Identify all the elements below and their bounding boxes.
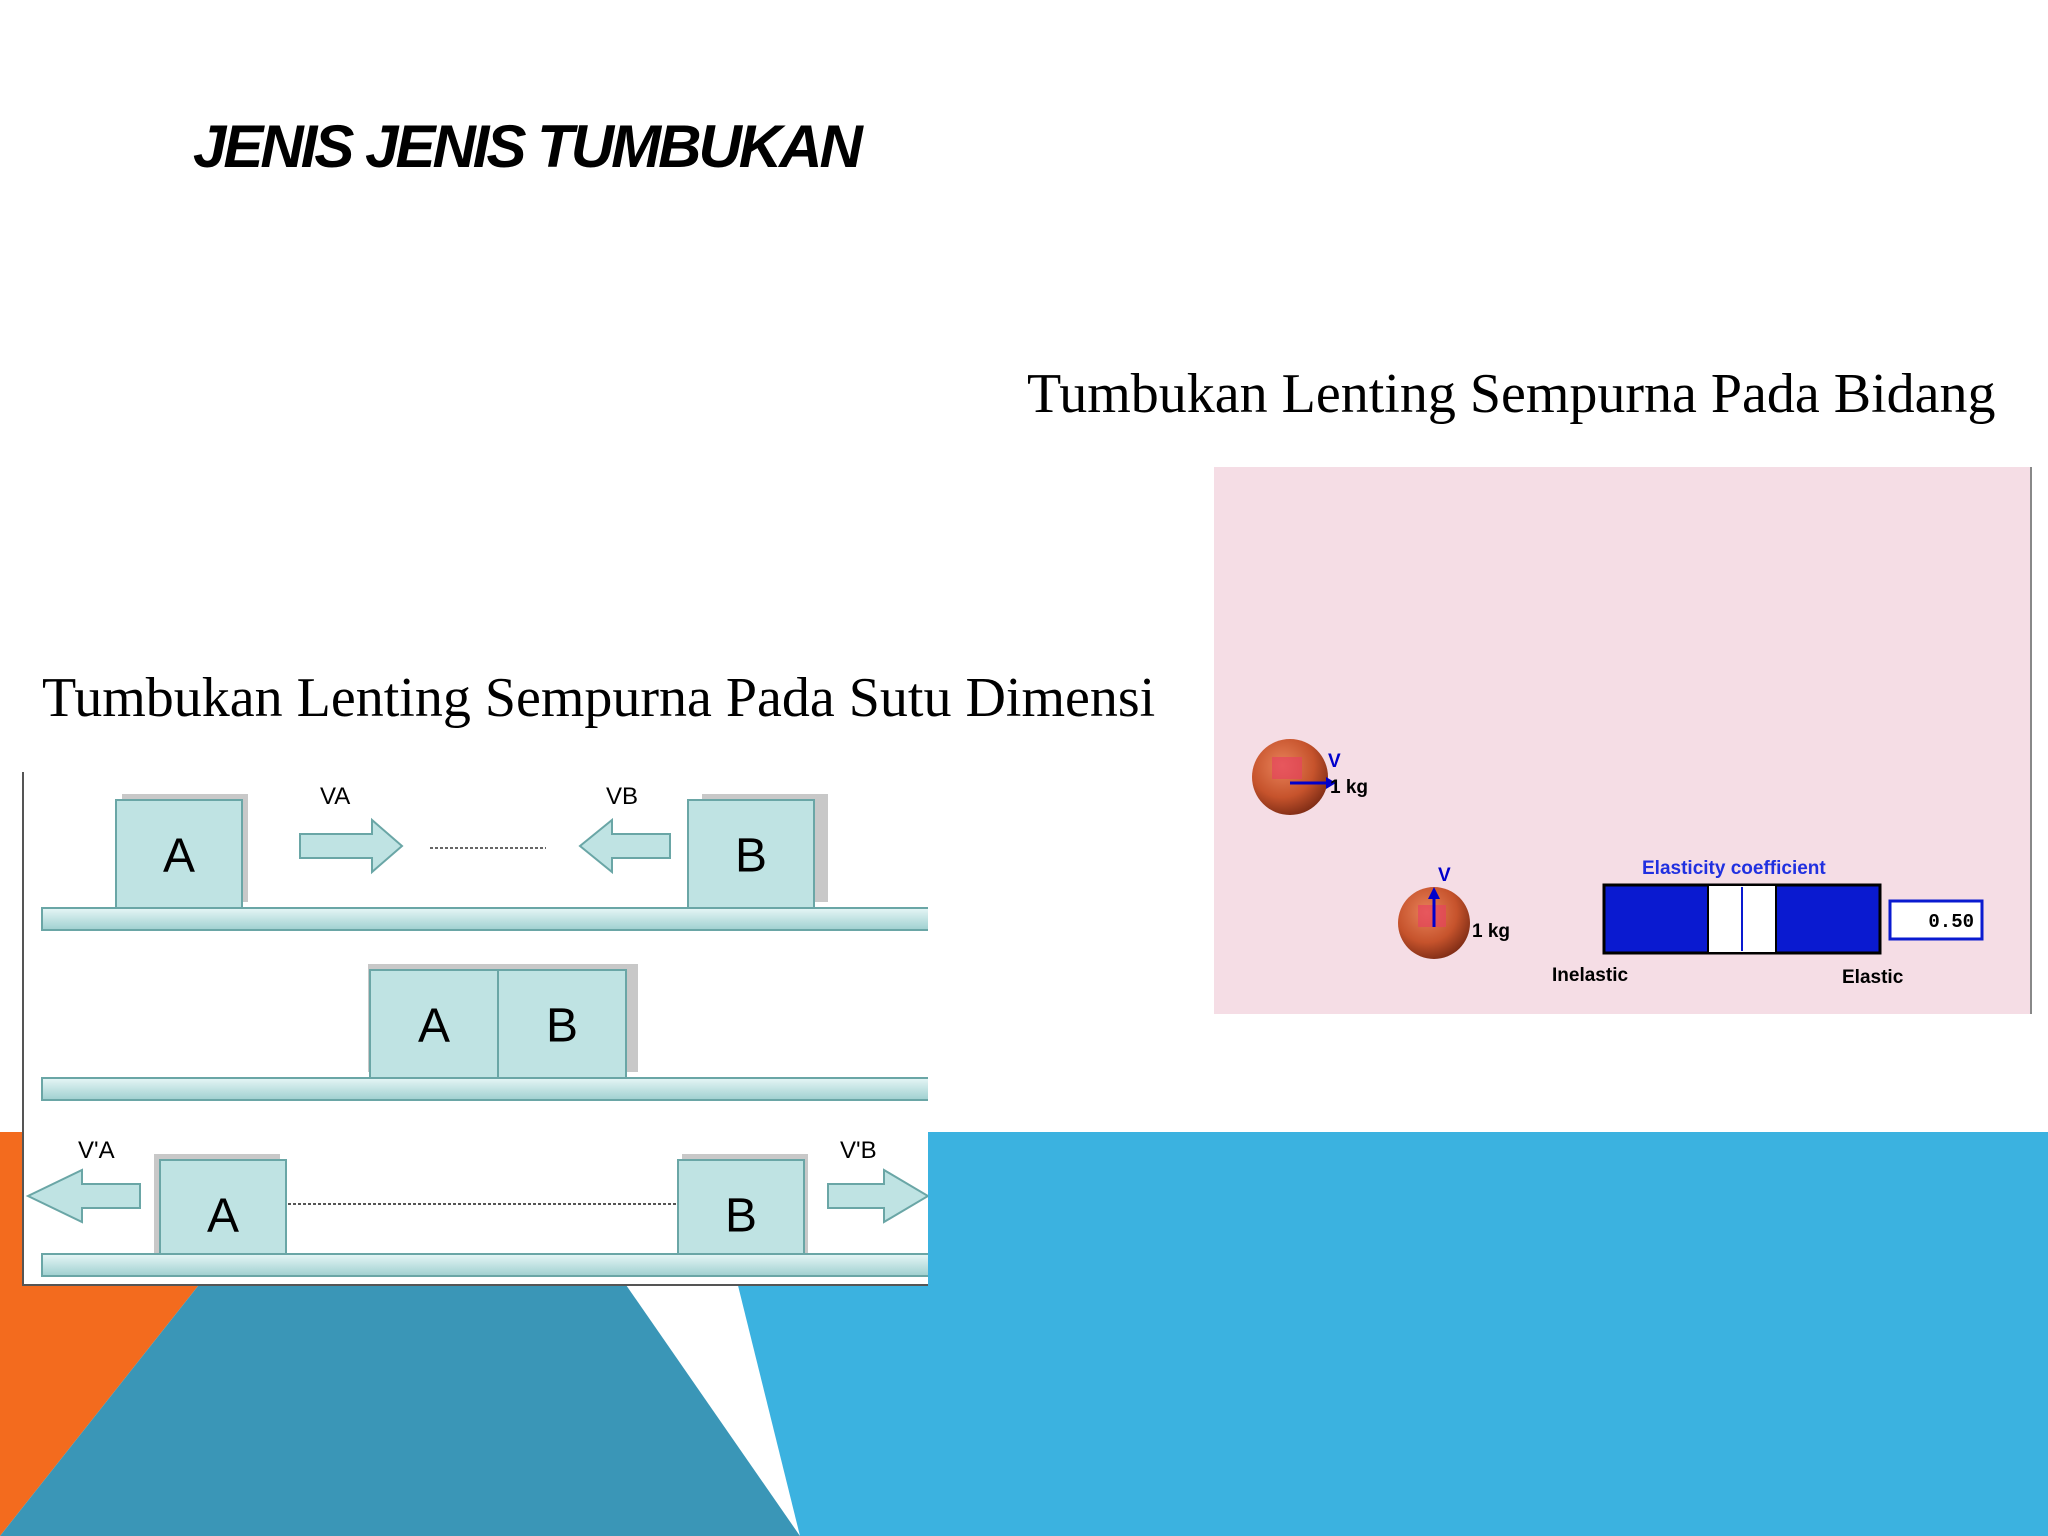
floor-bar-1: [41, 907, 928, 931]
arrow-right-vb-prime: [827, 1168, 928, 1224]
arrow-left-va-prime: [25, 1168, 141, 1224]
block-a-label: A: [207, 1190, 239, 1243]
elasticity-value: 0.50: [1928, 911, 1974, 933]
elasticity-control: Elasticity coefficient 0.50 Inelastic El…: [1552, 858, 1984, 988]
elasticity-value-box[interactable]: [1888, 899, 1984, 941]
block-a-label: A: [163, 830, 195, 883]
row-before-collision: A B VA VB: [41, 783, 928, 931]
bg-light-blue-band: [700, 1132, 2048, 1536]
ball-2[interactable]: V 1 kg: [1398, 865, 1510, 959]
ball-2-texture: [1418, 905, 1446, 927]
elasticity-title: Elasticity coefficient: [1642, 858, 1826, 879]
ball-1-arrowhead: [1326, 777, 1336, 789]
caption-1d-collision: Tumbukan Lenting Sempurna Pada Sutu Dime…: [42, 667, 1156, 729]
slide-title: JENIS JENIS TUMBUKAN: [193, 113, 863, 180]
block-a: [115, 799, 243, 909]
arrow-right-va: [299, 817, 404, 875]
velocity-b-label: VB: [606, 783, 638, 810]
arrow-left-vb: [578, 817, 671, 875]
velocity-b-prime-label: V'B: [840, 1137, 877, 1164]
block-a: [159, 1159, 287, 1269]
block-b-label: B: [735, 830, 767, 883]
elasticity-max-label: Elastic: [1842, 967, 1904, 988]
ball-2-arrowhead: [1428, 887, 1440, 899]
ball-2-velocity-label: V: [1438, 865, 1451, 886]
velocity-a-prime-label: V'A: [78, 1137, 115, 1164]
ball-1-texture: [1272, 757, 1302, 779]
block-b: [497, 969, 627, 1079]
diagram-1d-collision: A B VA VB A B A B V'A V'B: [22, 772, 928, 1286]
ball-1-velocity-label: V: [1328, 751, 1341, 772]
floor-bar-2: [41, 1077, 928, 1101]
row-during-collision: A B: [41, 964, 928, 1101]
velocity-a-label: VA: [320, 783, 350, 810]
caption-2d-collision: Tumbukan Lenting Sempurna Pada Bidang: [1027, 363, 1996, 425]
block-b: [687, 799, 815, 909]
block-b-label: B: [725, 1190, 757, 1243]
block-b-label: B: [546, 1000, 578, 1053]
ball-1-mass-label: 1 kg: [1330, 777, 1368, 798]
block-b: [677, 1159, 805, 1269]
simulation-2d-collision: V 1 kg V 1 kg Elasticity coefficient 0.5…: [1214, 467, 2032, 1014]
ball-2-mass-label: 1 kg: [1472, 921, 1510, 942]
row-after-collision: A B V'A V'B: [25, 1137, 928, 1277]
bg-teal-trapezoid: [0, 1132, 800, 1536]
ball-1[interactable]: V 1 kg: [1252, 739, 1368, 815]
elasticity-min-label: Inelastic: [1552, 965, 1628, 986]
floor-bar-3: [41, 1253, 928, 1277]
block-a-label: A: [418, 1000, 450, 1053]
